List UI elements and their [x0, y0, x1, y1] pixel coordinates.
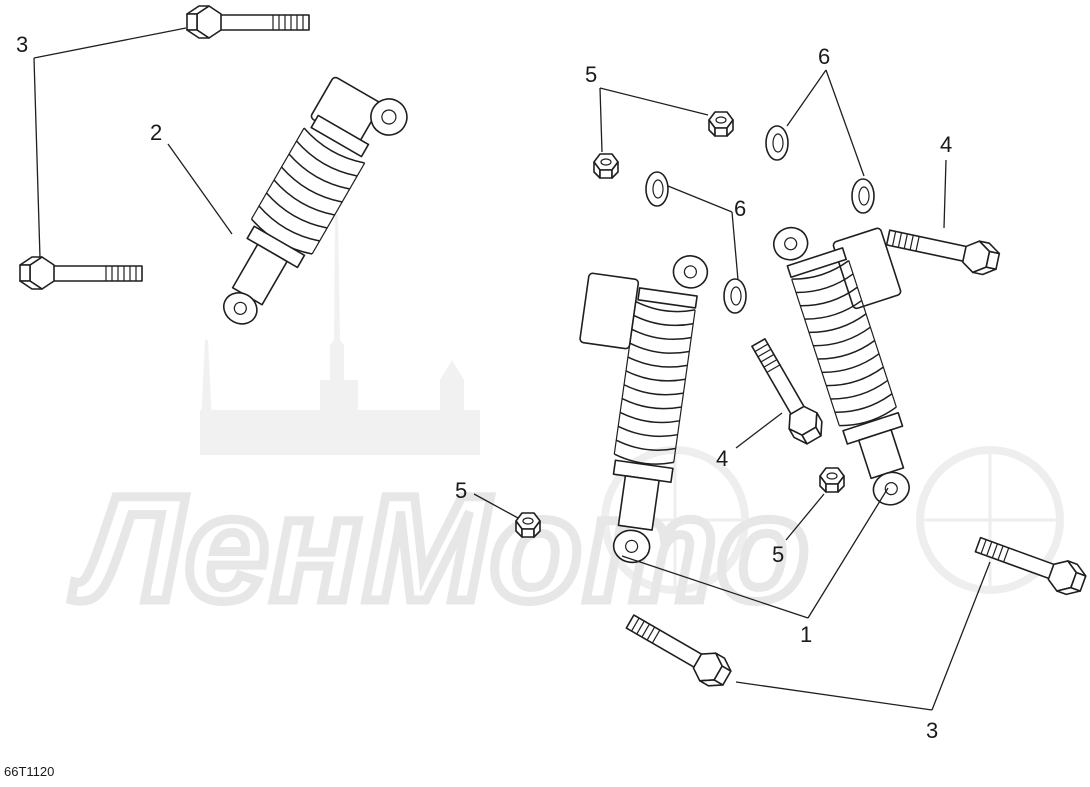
shock-absorber-right: [772, 226, 910, 506]
callout-6-top: 6: [818, 44, 830, 69]
nut-upper-left: [593, 153, 619, 179]
callout-6-middle: 6: [734, 196, 746, 221]
bolt-top-left: [186, 5, 310, 39]
callout-3-bottom: 3: [926, 718, 938, 743]
callout-5-left: 5: [455, 478, 467, 503]
callout-5-right: 5: [772, 542, 784, 567]
bolt-bottom-right: [974, 536, 1090, 600]
callout-1: 1: [800, 622, 812, 647]
washer-middle-1: [645, 171, 669, 207]
watermark-cathedral-silhouette: [200, 215, 480, 455]
callout-4-right: 4: [940, 132, 952, 157]
drawing-code: 66T1120: [4, 764, 55, 779]
leader-lines: [33, 27, 991, 711]
nut-lower-center: [515, 512, 541, 538]
bolt-mid-left: [19, 256, 143, 290]
watermark: ЛенМото: [66, 215, 1064, 637]
washer-middle-2: [723, 278, 747, 314]
watermark-text: ЛенМото: [70, 464, 811, 632]
bolt-bottom-center: [625, 614, 736, 693]
nut-lower-right: [819, 467, 845, 493]
washer-top-right-1: [765, 125, 789, 161]
shock-absorber-left: [223, 76, 408, 325]
callout-3-top-left: 3: [16, 32, 28, 57]
bolt-right-upper: [885, 229, 1002, 278]
bolt-center-vertical: [751, 338, 829, 449]
shock-absorber-center: [579, 255, 709, 564]
callouts: 3 2 5 6 6 4 4 5 5 1 3: [16, 32, 952, 743]
callout-2: 2: [150, 120, 162, 145]
callout-4-center: 4: [716, 446, 728, 471]
nut-top-right: [708, 111, 734, 137]
washer-top-right-2: [851, 178, 875, 214]
callout-5-top: 5: [585, 62, 597, 87]
